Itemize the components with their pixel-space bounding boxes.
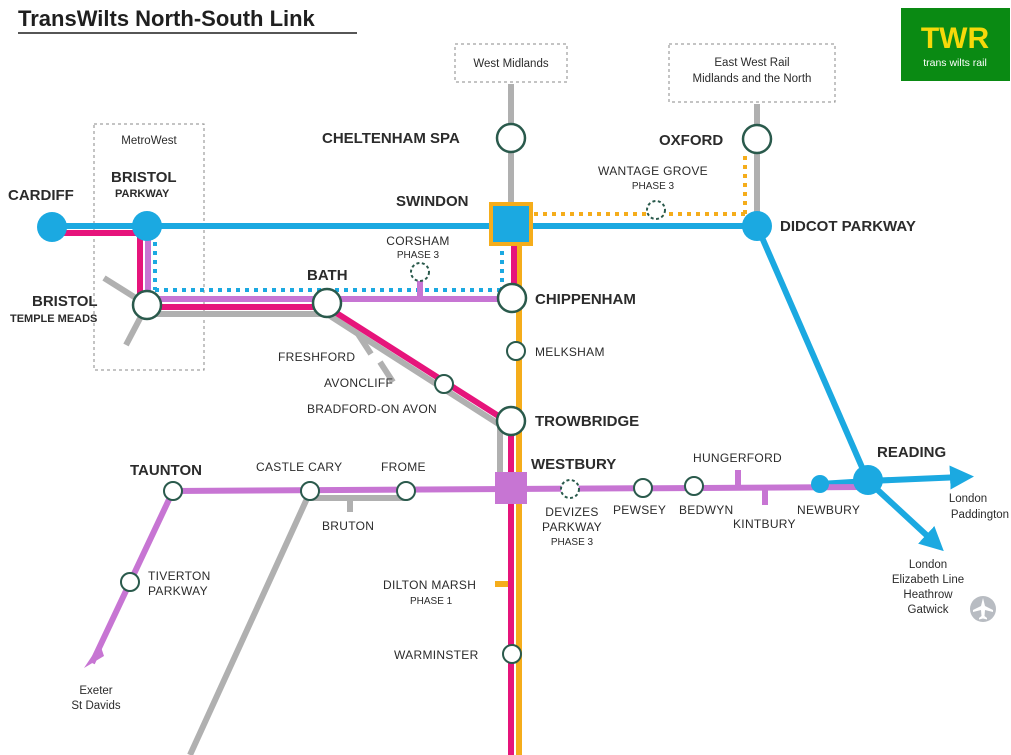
label-didcot-parkway: DIDCOT PARKWAY — [780, 218, 916, 235]
station-newbury — [811, 475, 829, 493]
line-didcot-reading — [754, 224, 871, 483]
station-frome — [396, 481, 416, 501]
metrowest-label: MetroWest — [121, 135, 177, 147]
twr-logo: TWR trans wilts rail — [901, 8, 1010, 81]
label-devizes-parkway-2: PARKWAY — [542, 520, 602, 534]
label-exeter-1: Exeter — [79, 685, 112, 697]
label-elizabeth-4: Gatwick — [908, 604, 949, 616]
label-elizabeth-1: London — [909, 559, 947, 571]
label-wantage-grove: WANTAGE GROVE — [598, 164, 708, 178]
label-trowbridge: TROWBRIDGE — [535, 413, 639, 430]
label-corsham: CORSHAM — [386, 234, 449, 248]
station-bradford-on-avon — [434, 374, 454, 394]
purple-lines — [89, 232, 863, 665]
label-exeter-2: St Davids — [71, 700, 120, 712]
label-bristol-temple-meads-1: BRISTOL — [32, 293, 98, 310]
metrowest-box — [93, 123, 205, 371]
station-chippenham — [496, 282, 528, 314]
label-dilton-marsh: DILTON MARSH — [383, 578, 476, 592]
label-cardiff: CARDIFF — [8, 187, 74, 204]
label-reading: READING — [877, 444, 946, 461]
label-swindon: SWINDON — [396, 193, 469, 210]
label-bedwyn: BEDWYN — [679, 503, 733, 517]
label-kintbury: KINTBURY — [733, 517, 796, 531]
station-devizes-parkway — [560, 479, 580, 499]
station-pewsey — [633, 478, 653, 498]
airplane-icon — [970, 596, 996, 622]
midlands-north-label: Midlands and the North — [693, 73, 812, 85]
label-bruton: BRUTON — [322, 519, 374, 533]
westbury-node — [495, 472, 527, 504]
station-wantage-grove — [646, 200, 666, 220]
station-cheltenham-spa — [495, 122, 527, 154]
label-corsham-phase: PHASE 3 — [397, 250, 440, 261]
label-melksham: MELKSHAM — [535, 345, 605, 359]
station-bristol-parkway — [132, 211, 162, 241]
label-paddington-1: London — [949, 493, 987, 505]
label-newbury: NEWBURY — [797, 503, 860, 517]
label-chippenham: CHIPPENHAM — [535, 291, 636, 308]
label-tiverton-parkway-2: PARKWAY — [148, 584, 208, 598]
tick-freshford — [355, 332, 374, 356]
station-bedwyn — [684, 476, 704, 496]
tick-avoncliff — [377, 360, 396, 384]
station-reading — [853, 465, 883, 495]
label-bradford-on-avon: BRADFORD-ON AVON — [307, 402, 437, 416]
station-warminster — [502, 644, 522, 664]
label-dilton-phase: PHASE 1 — [410, 596, 453, 607]
label-bath: BATH — [307, 267, 348, 284]
label-avoncliff: AVONCLIFF — [324, 376, 393, 390]
logo-mark: TWR — [921, 22, 990, 55]
label-castle-cary: CASTLE CARY — [256, 460, 342, 474]
station-castle-cary — [300, 481, 320, 501]
station-trowbridge — [495, 405, 527, 437]
arrow-to-paddington — [867, 465, 974, 490]
logo-background — [901, 8, 1010, 81]
arrow-to-elizabeth-line — [865, 478, 944, 552]
label-hungerford: HUNGERFORD — [693, 451, 782, 465]
west-midlands-box — [454, 43, 568, 83]
label-pewsey: PEWSEY — [613, 503, 666, 517]
label-cheltenham-spa: CHELTENHAM SPA — [322, 130, 460, 147]
label-warminster: WARMINSTER — [394, 648, 479, 662]
station-didcot-parkway — [742, 211, 772, 241]
label-oxford: OXFORD — [659, 132, 723, 149]
label-taunton: TAUNTON — [130, 462, 202, 479]
label-paddington-2: Paddington — [951, 509, 1009, 521]
swindon-node — [493, 206, 529, 242]
label-bristol-parkway-1: BRISTOL — [111, 169, 177, 186]
label-westbury: WESTBURY — [531, 456, 616, 473]
label-frome: FROME — [381, 460, 426, 474]
label-elizabeth-2: Elizabeth Line — [892, 574, 964, 586]
station-oxford — [741, 123, 773, 155]
label-freshford: FRESHFORD — [278, 350, 355, 364]
arrow-to-exeter — [84, 644, 104, 668]
label-elizabeth-3: Heathrow — [903, 589, 953, 601]
east-west-rail-label: East West Rail — [714, 57, 789, 69]
label-bristol-temple-meads-2: TEMPLE MEADS — [10, 313, 97, 325]
station-taunton — [163, 481, 183, 501]
line-to-southwest — [187, 490, 313, 755]
label-wantage-phase: PHASE 3 — [632, 181, 675, 192]
station-tiverton-parkway — [120, 572, 140, 592]
logo-tagline: trans wilts rail — [923, 57, 987, 69]
west-midlands-label: West Midlands — [473, 58, 548, 70]
station-corsham — [410, 262, 430, 282]
map-title: TransWilts North-South Link — [18, 6, 316, 31]
station-cardiff — [37, 212, 67, 242]
label-devizes-phase: PHASE 3 — [551, 537, 594, 548]
east-west-rail-box — [668, 43, 836, 103]
station-bath — [311, 287, 343, 319]
station-bristol-temple-meads — [131, 289, 163, 321]
label-tiverton-parkway-1: TIVERTON — [148, 569, 211, 583]
label-bristol-parkway-2: PARKWAY — [115, 188, 170, 200]
label-devizes-parkway-1: DEVIZES — [545, 505, 598, 519]
orange-dotted-lines — [534, 152, 747, 216]
station-melksham — [506, 341, 526, 361]
